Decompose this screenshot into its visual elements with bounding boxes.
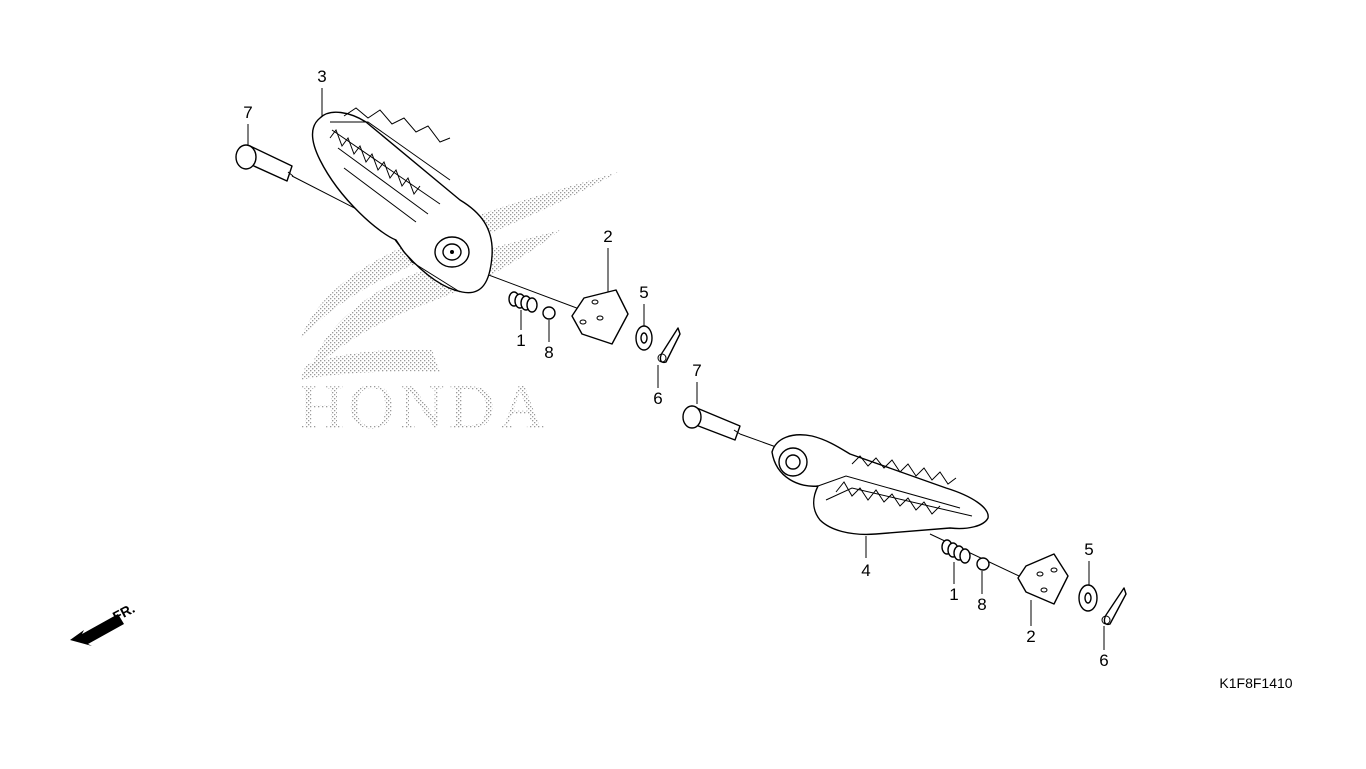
upper-cotter-pin [657,327,681,364]
callout-lower-cotter: 6 [1099,651,1108,670]
lower-step [771,434,989,536]
callout-upper-washer: 5 [639,283,648,302]
callout-upper-plate: 2 [603,227,612,246]
callout-lower-ball: 8 [977,595,986,614]
lower-plate [1017,553,1069,605]
upper-spring [508,291,538,313]
callout-lower-spring: 1 [949,585,958,604]
upper-left-step [311,107,493,294]
lower-cotter-pin [1101,587,1127,626]
callout-lower-step: 4 [861,561,870,580]
lower-ball [976,557,990,571]
callout-lower-plate: 2 [1026,627,1035,646]
honda-watermark-text: HONDA [298,371,549,442]
upper-pin [235,144,294,182]
callout-upper-spring: 1 [516,331,525,350]
callout-upper-ball: 8 [544,343,553,362]
lower-washer [1078,584,1098,612]
callout-lower-washer: 5 [1084,540,1093,559]
lower-spring [941,539,971,564]
upper-ball [542,306,556,320]
callout-upper-step: 3 [317,67,326,86]
callout-upper-pin: 7 [243,103,252,122]
callout-upper-cotter: 6 [653,389,662,408]
callout-lower-pin: 7 [692,361,701,380]
upper-washer [635,325,653,351]
diagram-code: K1F8F1410 [1219,675,1292,691]
lower-pin [682,405,741,441]
front-direction-arrow [70,614,124,646]
upper-plate [571,289,629,345]
honda-wing-watermark [300,172,618,380]
